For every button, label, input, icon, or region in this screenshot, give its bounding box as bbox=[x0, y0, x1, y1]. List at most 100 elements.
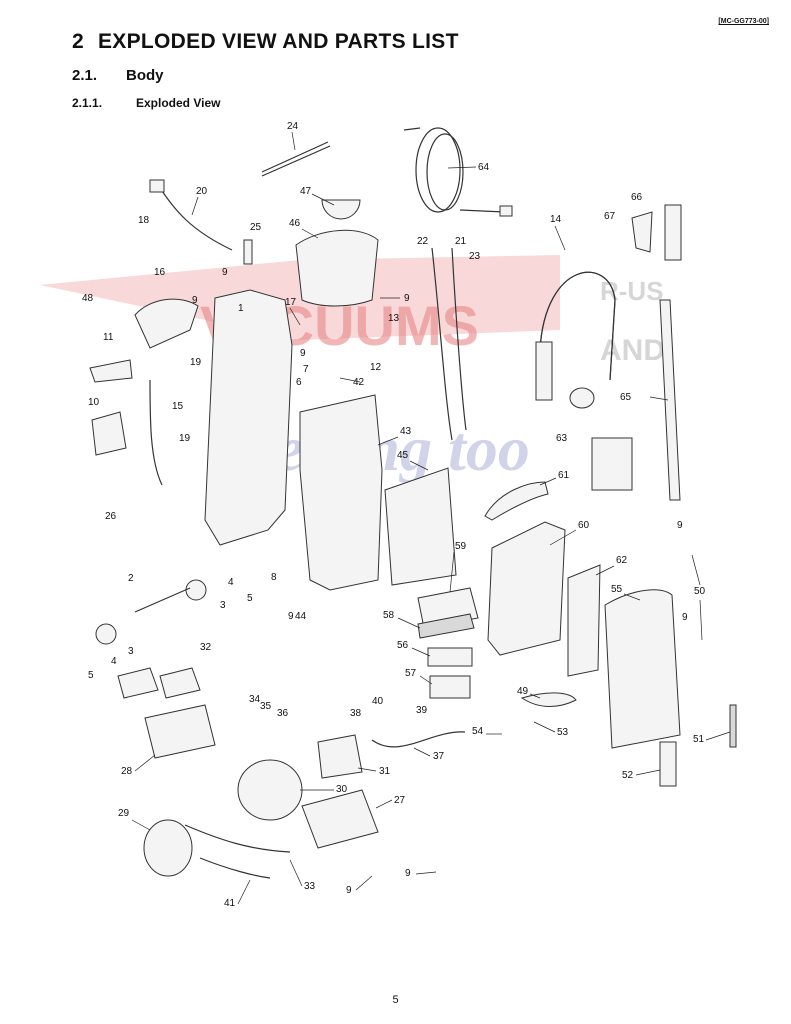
label-part-5b: 5 bbox=[88, 670, 94, 681]
part-60-housing bbox=[487, 521, 566, 656]
label-part-63: 63 bbox=[556, 433, 568, 444]
label-part-36: 36 bbox=[277, 708, 289, 719]
section-heading: 2 EXPLODED VIEW AND PARTS LIST bbox=[72, 30, 459, 54]
label-part-46: 46 bbox=[289, 218, 301, 229]
label-part-9c: 9 bbox=[404, 293, 410, 304]
part-51 bbox=[729, 704, 737, 748]
part-56-tray bbox=[427, 647, 473, 667]
part-67-tool bbox=[631, 211, 653, 253]
part-14-swivel bbox=[569, 387, 595, 409]
part-21-wire bbox=[451, 247, 467, 431]
part-58-pad bbox=[417, 613, 475, 639]
label-part-4a: 4 bbox=[228, 577, 234, 588]
label-part-48: 48 bbox=[82, 293, 94, 304]
label-part-30: 30 bbox=[336, 784, 348, 795]
part-29-ring bbox=[143, 819, 193, 877]
label-part-52: 52 bbox=[622, 770, 634, 781]
label-part-54: 54 bbox=[472, 726, 484, 737]
label-part-20: 20 bbox=[196, 186, 208, 197]
part-31-housing bbox=[317, 734, 363, 779]
subsubsection-heading: 2.1.1.Exploded View bbox=[72, 96, 220, 110]
label-part-25: 25 bbox=[250, 222, 262, 233]
section-title: EXPLODED VIEW AND PARTS LIST bbox=[97, 30, 459, 53]
watermark-banner bbox=[40, 255, 560, 340]
part-24-strip bbox=[261, 141, 331, 177]
part-61-handle bbox=[484, 481, 549, 521]
leader-lines bbox=[131, 131, 731, 905]
label-part-39: 39 bbox=[416, 705, 428, 716]
label-part-34: 34 bbox=[249, 694, 261, 705]
part-16-hood bbox=[134, 298, 199, 349]
label-part-7: 7 bbox=[303, 364, 309, 375]
part-28-cover bbox=[144, 704, 216, 759]
part-10 bbox=[91, 411, 127, 456]
document-code: [MC-GG773-00] bbox=[718, 18, 769, 25]
label-part-49: 49 bbox=[517, 686, 529, 697]
label-part-9f: 9 bbox=[288, 611, 294, 622]
label-part-9d: 9 bbox=[300, 348, 306, 359]
label-part-50: 50 bbox=[694, 586, 706, 597]
part-64-cord bbox=[403, 127, 513, 217]
label-part-10: 10 bbox=[88, 397, 100, 408]
label-part-41: 41 bbox=[224, 898, 236, 909]
exploded-view-diagram: VACUUMS R-US AND Sewing too bbox=[40, 121, 737, 909]
label-part-65: 65 bbox=[620, 392, 632, 403]
part-30-motor bbox=[237, 759, 303, 821]
label-part-44: 44 bbox=[295, 611, 307, 622]
part-3-wheel-lower bbox=[95, 623, 117, 645]
label-part-67: 67 bbox=[604, 211, 616, 222]
label-part-18: 18 bbox=[138, 215, 150, 226]
part-66-tool bbox=[664, 204, 682, 261]
label-part-58: 58 bbox=[383, 610, 395, 621]
section-number: 2 bbox=[72, 30, 84, 53]
label-part-23: 23 bbox=[469, 251, 481, 262]
part-65-wand bbox=[659, 299, 681, 501]
part-25 bbox=[243, 239, 253, 265]
watermark-and: AND bbox=[600, 334, 665, 367]
label-part-9g: 9 bbox=[682, 612, 688, 623]
label-part-12: 12 bbox=[370, 362, 382, 373]
label-part-5a: 5 bbox=[247, 593, 253, 604]
part-63-manual bbox=[591, 437, 633, 491]
watermark-rus: R-US bbox=[600, 276, 664, 306]
part-46-cover bbox=[295, 229, 379, 307]
label-part-43: 43 bbox=[400, 426, 412, 437]
subsection-title: Body bbox=[126, 67, 164, 84]
label-part-9e: 9 bbox=[677, 520, 683, 531]
label-part-35: 35 bbox=[260, 701, 272, 712]
label-part-15: 15 bbox=[172, 401, 184, 412]
label-part-8: 8 bbox=[271, 572, 277, 583]
part-43-frame bbox=[299, 394, 383, 591]
part-15-duct bbox=[149, 379, 163, 486]
label-part-2: 2 bbox=[128, 573, 134, 584]
label-part-61: 61 bbox=[558, 470, 570, 481]
part-41-cord bbox=[199, 857, 271, 879]
label-part-29: 29 bbox=[118, 808, 130, 819]
label-part-19a: 19 bbox=[190, 357, 202, 368]
part-labels: 24 64 20 47 66 18 46 25 14 67 22 21 23 9… bbox=[82, 121, 706, 909]
part-14-cuff bbox=[535, 341, 553, 401]
label-part-53: 53 bbox=[557, 727, 569, 738]
part-45-gasket bbox=[384, 467, 457, 586]
label-part-28: 28 bbox=[121, 766, 133, 777]
part-3-wheel-upper bbox=[185, 579, 207, 601]
label-part-9b: 9 bbox=[192, 295, 198, 306]
part-11 bbox=[89, 359, 133, 383]
part-62-panel bbox=[567, 564, 601, 677]
label-part-33: 33 bbox=[304, 881, 316, 892]
label-part-26: 26 bbox=[105, 511, 117, 522]
label-part-6: 6 bbox=[296, 377, 302, 388]
label-part-47: 47 bbox=[300, 186, 312, 197]
label-part-11: 11 bbox=[103, 332, 114, 343]
label-part-66: 66 bbox=[631, 192, 643, 203]
label-part-42: 42 bbox=[353, 377, 365, 388]
part-49 bbox=[520, 692, 577, 707]
part-2-axle bbox=[134, 587, 191, 613]
label-part-59: 59 bbox=[455, 541, 467, 552]
subsubsection-number: 2.1.1. bbox=[72, 96, 103, 110]
part-27-exhaust bbox=[301, 789, 379, 849]
label-part-32: 32 bbox=[200, 642, 212, 653]
part-47 bbox=[321, 199, 361, 220]
label-part-1: 1 bbox=[238, 303, 244, 314]
main-body bbox=[204, 289, 293, 546]
